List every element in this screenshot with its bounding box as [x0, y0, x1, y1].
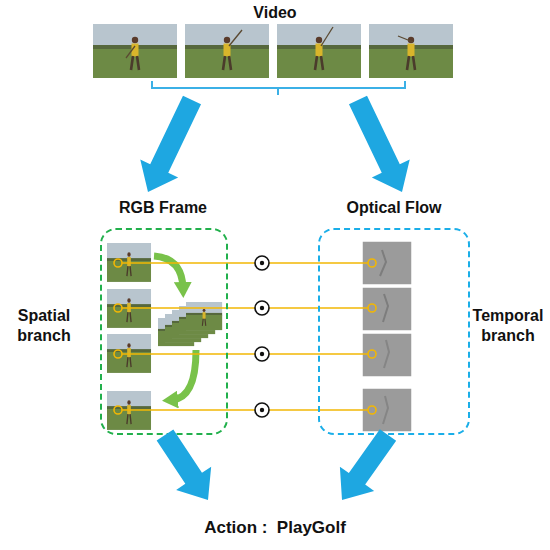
- video-frames: [93, 24, 453, 78]
- fusion-point: [368, 350, 376, 358]
- block-arrow: [340, 429, 396, 500]
- block-arrow: [140, 96, 201, 192]
- fusion-lines: [114, 259, 376, 414]
- video-frame: [93, 24, 177, 78]
- video-frame: [185, 24, 269, 78]
- fusion-point: [114, 350, 122, 358]
- dashed-frame: [100, 228, 228, 435]
- flow-frame: [362, 388, 412, 432]
- green-curved-arrow: [154, 256, 183, 288]
- golf-club: [321, 27, 333, 46]
- video-group: Video: [90, 2, 460, 100]
- action-output: Action : PlayGolf: [165, 500, 385, 542]
- fusion-point: [114, 406, 122, 414]
- green-curved-arrow: [172, 350, 196, 400]
- branch-heading: RGB Frame: [89, 198, 237, 218]
- odot-symbol: [255, 347, 269, 361]
- fusion-point: [114, 259, 122, 267]
- odot-symbol: [255, 301, 269, 315]
- fusion-point: [368, 259, 376, 267]
- odot-symbol: [255, 256, 269, 270]
- golf-club: [229, 30, 242, 46]
- spatial-branch-box: RGB FrameSpatial branch: [100, 192, 228, 435]
- odot-symbol: [255, 403, 269, 417]
- odot-dot: [260, 408, 264, 412]
- branch-name: Spatial branch: [2, 306, 86, 346]
- optical-flow-frames: [362, 241, 412, 432]
- video-frame: [369, 24, 453, 78]
- golf-club: [126, 46, 135, 58]
- action-label: Action : PlayGolf: [165, 517, 385, 538]
- group-heading: Video: [90, 3, 460, 23]
- flow-trace: [383, 396, 388, 424]
- branch-name: Temporal branch: [468, 306, 548, 346]
- fusion-line: [122, 409, 368, 411]
- fusion-point: [368, 406, 376, 414]
- stack-frame: [186, 302, 222, 330]
- elementwise-product-symbols: [255, 256, 269, 417]
- dashed-frame: [318, 228, 470, 435]
- block-arrow: [349, 96, 410, 192]
- odot-dot: [260, 306, 264, 310]
- video-frame: [277, 24, 361, 78]
- flow-frame: [362, 333, 412, 377]
- flow-frame: [362, 241, 412, 285]
- fusion-line: [122, 262, 368, 264]
- fusion-line: [122, 307, 368, 309]
- flow-trace: [384, 340, 389, 368]
- flow-trace: [383, 294, 388, 322]
- odot-dot: [260, 352, 264, 356]
- rgb-thumbnails: [107, 243, 151, 430]
- block-arrow: [157, 429, 212, 500]
- fusion-point: [368, 304, 376, 312]
- fusion-line: [122, 353, 368, 355]
- odot-dot: [260, 261, 264, 265]
- branch-heading: Optical Flow: [318, 198, 470, 218]
- fusion-point: [114, 304, 122, 312]
- flow-trace: [380, 250, 386, 276]
- flow-frame: [362, 287, 412, 331]
- bracket: [152, 81, 405, 95]
- temporal-branch-box: Optical FlowTemporal branch: [318, 192, 470, 435]
- golf-club: [398, 36, 413, 42]
